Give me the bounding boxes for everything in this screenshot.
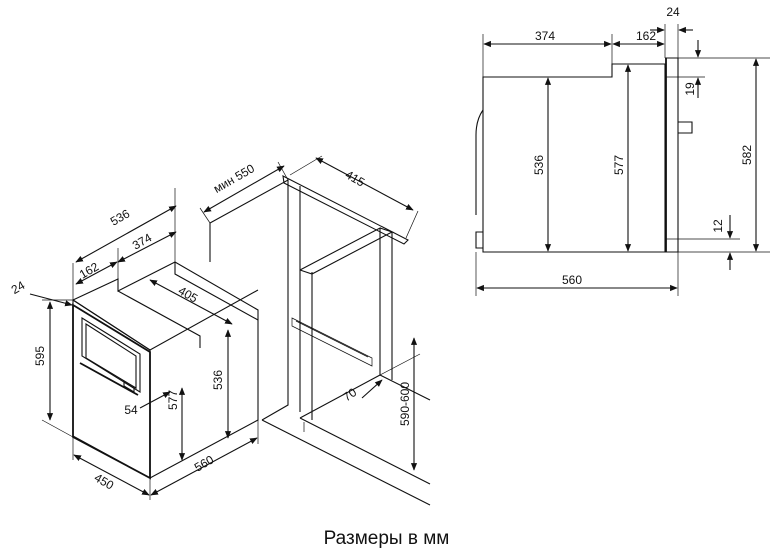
side-front-thickness-label: 24 [666,5,680,19]
iso-niche-height-label: 590-600 [398,382,412,426]
side-body-depth-label: 560 [562,273,582,287]
iso-depth-top-label: 374 [130,230,155,252]
side-top-step-label: 162 [636,29,656,43]
iso-top-width-label: 405 [176,283,201,305]
iso-step-label: 162 [77,259,102,281]
iso-handle-offset-label: 54 [124,403,138,417]
side-front-height-label: 582 [740,145,754,165]
side-bottom-gap-label: 12 [711,219,725,233]
iso-height-front-label: 595 [33,346,47,366]
iso-width-front-label: 450 [92,470,117,492]
side-view: 374 162 24 536 577 582 19 12 560 [475,5,770,296]
side-top-depth-label: 374 [535,29,555,43]
iso-front-thickness-label: 24 [9,278,28,297]
caption: Размеры в мм [323,528,450,549]
iso-depth-total-label: 536 [108,206,133,228]
iso-view: 536 374 162 24 405 595 536 577 54 450 56… [9,155,431,506]
side-body-height-label: 577 [612,155,626,175]
side-inner-height-label: 536 [532,155,546,175]
side-top-gap-label: 19 [683,82,697,96]
iso-cabinet-min-label: мин 550 [211,161,257,196]
iso-height-body-label: 536 [211,370,225,390]
iso-cabinet-depth-label: 415 [343,167,368,189]
